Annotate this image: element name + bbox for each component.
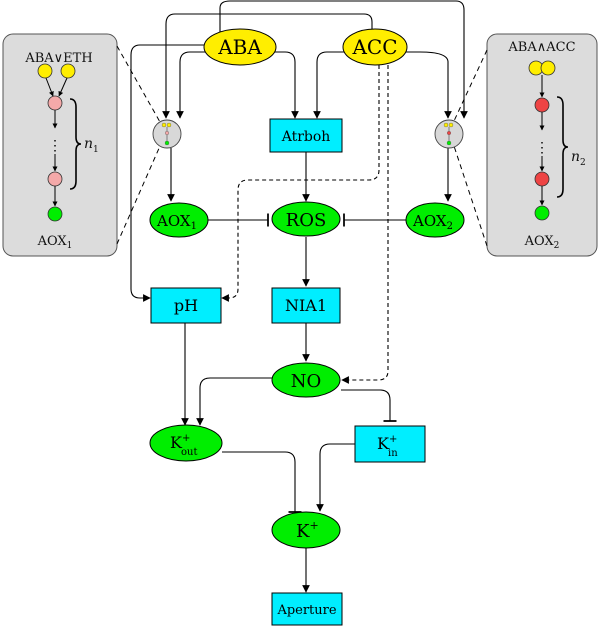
left-input-arrow-1	[45, 77, 54, 97]
k-in-box	[354, 425, 426, 463]
left-gate-dot-bottom	[164, 140, 170, 146]
k-out-subscript: out	[181, 447, 197, 458]
right-input-node-2	[540, 60, 556, 76]
node-k-in: K+ in	[354, 425, 426, 463]
edge-no-inhibits-kin	[341, 389, 397, 422]
node-k-plus: K+	[271, 511, 341, 549]
right-output-node	[534, 205, 550, 221]
no-label: NO	[291, 371, 322, 392]
edge-kin-to-k	[316, 443, 355, 512]
aperture-box	[271, 592, 343, 626]
right-chain-ellipsis: ⋮	[535, 140, 549, 156]
right-zoom-line-top	[453, 49, 488, 122]
right-gate-dot-top-2	[448, 122, 454, 128]
aba-ellipse	[203, 28, 277, 66]
k-in-subscript: in	[388, 448, 398, 459]
left-chain-node-bottom	[47, 171, 63, 187]
edge-aba-to-right-gate	[219, 0, 468, 119]
left-input-node-2	[60, 63, 76, 79]
left-chain-count: n1	[84, 136, 99, 155]
right-chain-brace	[556, 96, 569, 198]
left-panel-background	[2, 33, 118, 257]
edge-acc-to-right-gate	[405, 51, 452, 119]
edge-acc-to-no-dashed	[341, 58, 389, 384]
left-chain-node-top	[47, 95, 63, 111]
node-k-out: K+ out	[149, 424, 223, 462]
left-zoom-panel: ABA∨ETH ⋮ n1 AOX1	[2, 33, 118, 257]
ros-label: ROS	[286, 210, 327, 231]
node-aba: ABA	[203, 28, 277, 66]
left-zoom-line-bottom	[116, 145, 161, 245]
left-gate-dot-top-2	[166, 122, 172, 128]
left-gate-dot-top-1	[161, 122, 167, 128]
no-ellipse	[271, 362, 341, 398]
edge-no-to-kout	[196, 377, 272, 426]
node-aox2: AOX2	[405, 202, 465, 238]
k-plus-ellipse	[271, 511, 341, 549]
node-nia1: NIA1	[271, 287, 341, 324]
right-zoom-line-bottom	[453, 145, 488, 247]
ros-ellipse	[271, 201, 341, 237]
right-panel-title: ABA∧ACC	[507, 40, 575, 55]
aperture-label: Aperture	[276, 603, 336, 618]
acc-ellipse	[342, 28, 408, 66]
edge-acc-to-ph-dashed	[221, 58, 380, 302]
right-chain-node-top	[534, 97, 550, 113]
right-panel-background	[486, 33, 598, 257]
right-gate-dot-top-1	[443, 122, 449, 128]
node-acc: ACC	[342, 28, 408, 66]
k-out-ellipse	[149, 424, 223, 462]
k-plus-label: K+	[296, 519, 319, 542]
left-zoom-line-top	[116, 45, 161, 123]
left-panel-footer: AOX1	[37, 234, 73, 251]
left-input-node-1	[37, 63, 53, 79]
node-aperture: Aperture	[271, 592, 343, 626]
aba-label: ABA	[217, 35, 262, 59]
atrboh-box	[269, 118, 343, 153]
ph-box	[150, 287, 222, 324]
left-panel-title: ABA∨ETH	[24, 51, 92, 66]
edge-acc-to-atrboh	[313, 51, 345, 119]
edges	[130, 0, 468, 593]
aox2-label: AOX2	[412, 212, 453, 232]
node-no: NO	[271, 362, 341, 398]
node-atrboh: Atrboh	[269, 118, 343, 153]
edge-aba-to-atrboh	[275, 51, 299, 119]
edge-acc-to-left-gate	[162, 13, 373, 119]
aox1-label: AOX1	[156, 212, 197, 232]
k-out-label: K+	[170, 433, 190, 452]
node-aox1: AOX1	[149, 202, 209, 238]
edge-kout-inhibits-k	[222, 451, 302, 513]
left-chain-brace	[69, 98, 82, 190]
right-chain-count: n2	[571, 149, 586, 168]
left-gate-icon	[152, 119, 182, 149]
left-input-arrow-2	[58, 77, 68, 97]
acc-label: ACC	[351, 35, 397, 59]
k-in-label: K+	[377, 434, 397, 453]
right-gate-dot-bottom	[446, 140, 452, 146]
right-gate-icon	[434, 119, 464, 149]
atrboh-label: Atrboh	[281, 129, 331, 145]
left-chain-ellipsis: ⋮	[48, 138, 62, 154]
aox1-ellipse	[149, 202, 209, 238]
left-gate-dot-mid	[164, 130, 169, 135]
right-chain-node-bottom	[534, 171, 550, 187]
edge-aba-to-ph	[130, 44, 205, 302]
right-zoom-panel: ABA∧ACC ⋮ n2 AOX2	[486, 33, 598, 257]
ph-label: pH	[174, 296, 198, 315]
right-gate-dot-mid	[447, 130, 452, 135]
node-ros: ROS	[271, 201, 341, 237]
node-ph: pH	[150, 287, 222, 324]
left-output-node	[47, 206, 63, 222]
aox2-ellipse	[405, 202, 465, 238]
nia1-box	[271, 287, 341, 324]
nia1-label: NIA1	[285, 296, 327, 315]
right-panel-footer: AOX2	[524, 234, 560, 251]
edge-aba-to-left-gate	[176, 51, 205, 119]
